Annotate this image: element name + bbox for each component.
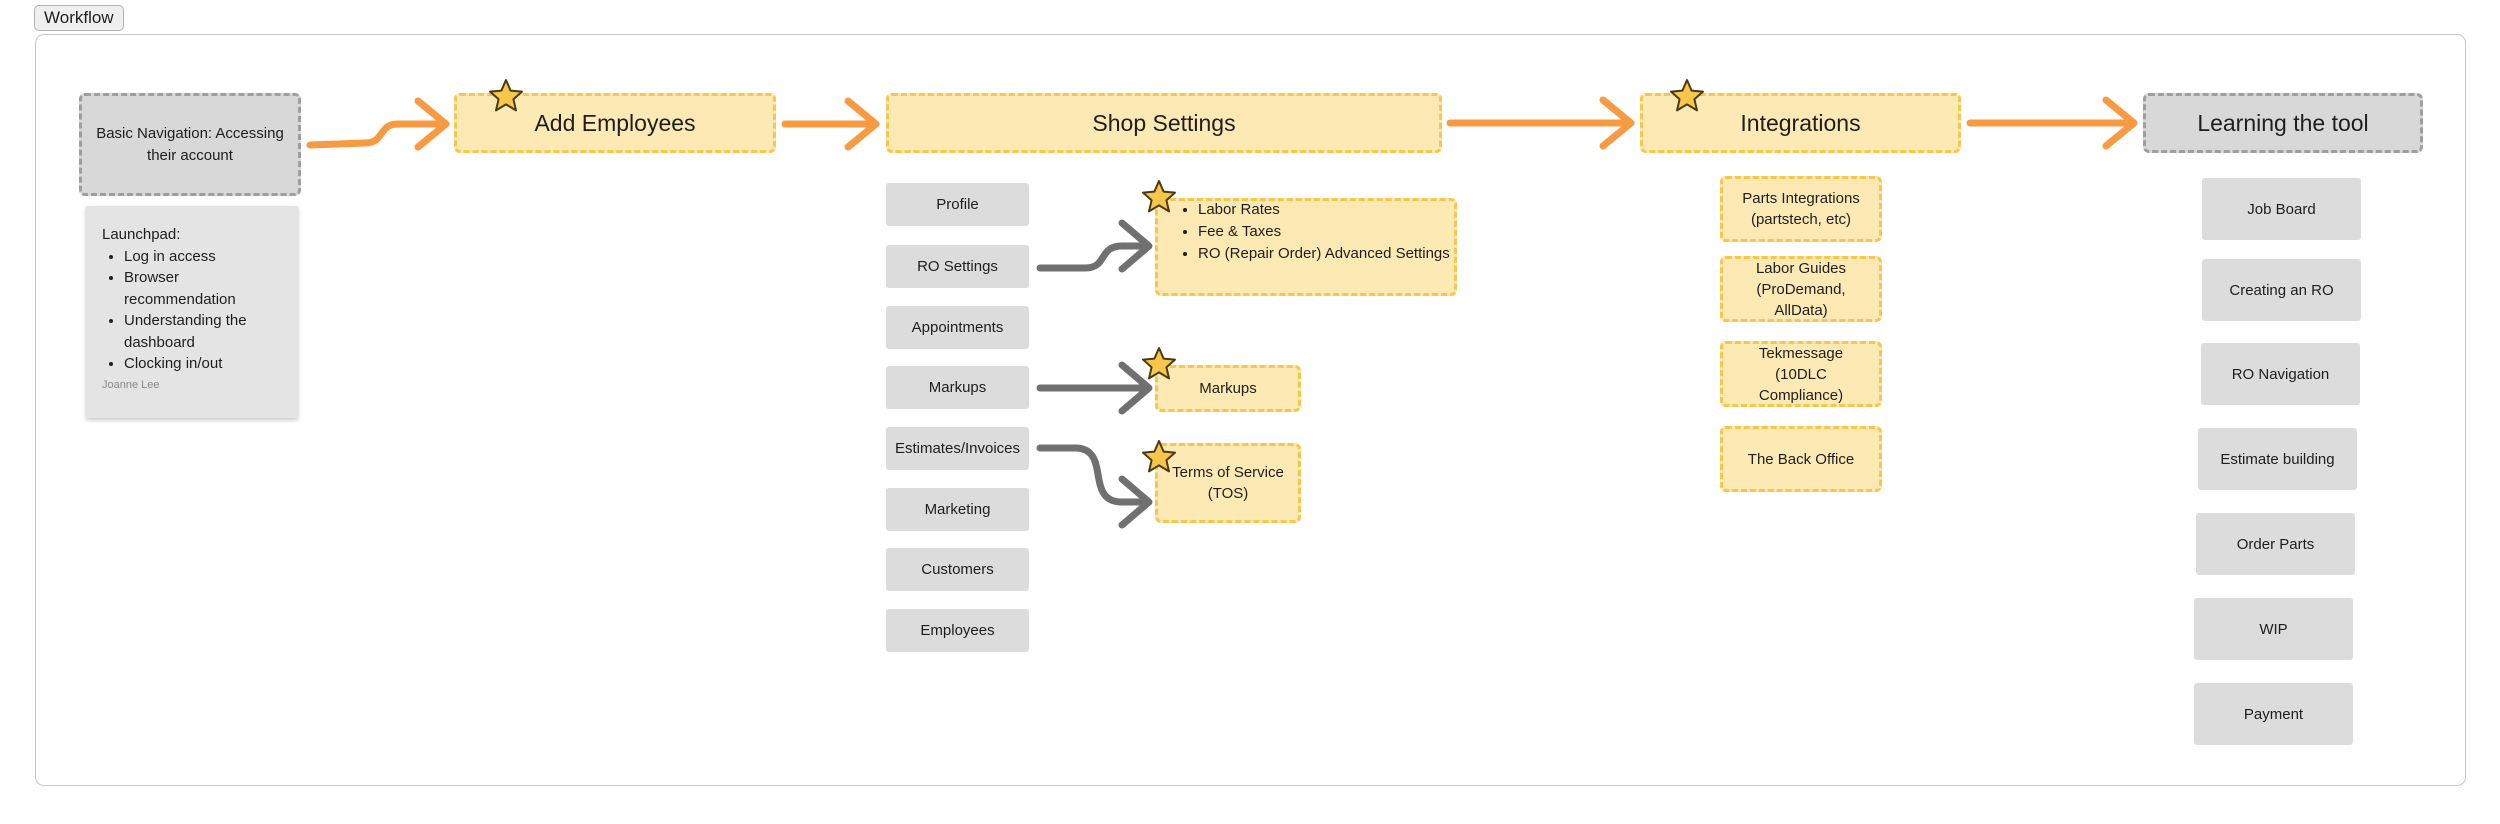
integration-tekmessage[interactable]: Tekmessage (10DLC Compliance): [1720, 341, 1882, 407]
shop-item-label: Profile: [936, 196, 979, 213]
learning-job-board[interactable]: Job Board: [2202, 178, 2361, 240]
sticky-item: Understanding the dashboard: [124, 310, 282, 353]
shop-item-label: Estimates/Invoices: [894, 440, 1021, 457]
tos-detail-box[interactable]: Terms of Service (TOS): [1155, 443, 1301, 523]
learning-payment[interactable]: Payment: [2194, 683, 2353, 745]
integration-parts[interactable]: Parts Integrations (partstech, etc): [1720, 176, 1882, 242]
ro-detail-item: Labor Rates: [1198, 199, 1450, 221]
shop-item-markups[interactable]: Markups: [886, 366, 1029, 409]
stage-integrations-label: Integrations: [1740, 109, 1861, 136]
sticky-list: Log in access Browser recommendation Und…: [102, 246, 282, 375]
arrowhead-estimates: [1118, 475, 1153, 529]
shop-item-label: Markups: [928, 379, 987, 396]
learning-item-label: RO Navigation: [2231, 365, 2330, 383]
learning-creating-an-ro[interactable]: Creating an RO: [2202, 259, 2361, 321]
shop-item-profile[interactable]: Profile: [886, 183, 1029, 226]
stage-learning-the-tool[interactable]: Learning the tool: [2143, 93, 2423, 153]
learning-estimate-building[interactable]: Estimate building: [2198, 428, 2357, 490]
ro-detail-item: RO (Repair Order) Advanced Settings: [1198, 243, 1450, 265]
launchpad-sticky-note[interactable]: Launchpad: Log in access Browser recomme…: [86, 206, 298, 418]
shop-item-label: RO Settings: [917, 258, 998, 275]
shop-item-customers[interactable]: Customers: [886, 548, 1029, 591]
shop-item-label: Customers: [921, 561, 994, 578]
shop-item-label: Appointments: [911, 319, 1004, 336]
learning-item-label: Creating an RO: [2229, 281, 2334, 299]
integration-labor-guides[interactable]: Labor Guides (ProDemand, AllData): [1720, 256, 1882, 322]
star-icon: [1142, 347, 1176, 380]
ro-settings-detail-list: Labor Rates Fee & Taxes RO (Repair Order…: [1178, 199, 1450, 265]
integration-item-label: The Back Office: [1747, 450, 1855, 468]
learning-wip[interactable]: WIP: [2194, 598, 2353, 660]
sticky-item: Log in access: [124, 246, 282, 268]
sticky-item: Browser recommendation: [124, 267, 282, 310]
sticky-heading: Launchpad:: [102, 226, 181, 243]
frame-title[interactable]: Workflow: [34, 5, 124, 31]
shop-item-label: Employees: [920, 622, 995, 639]
learning-item-label: Job Board: [2247, 200, 2316, 218]
arrowhead-add-to-shop: [844, 97, 880, 151]
star-icon: [1142, 180, 1176, 213]
star-icon: [489, 79, 523, 112]
shop-item-employees[interactable]: Employees: [886, 609, 1029, 652]
arrowhead-integrations-to-learning: [2102, 96, 2138, 150]
learning-ro-navigation[interactable]: RO Navigation: [2201, 343, 2360, 405]
shop-item-estimates-invoices[interactable]: Estimates/Invoices: [886, 427, 1029, 470]
sticky-author: Joanne Lee: [102, 378, 160, 391]
stage-shop-settings[interactable]: Shop Settings: [886, 93, 1442, 153]
arrowhead-basic-to-add: [414, 97, 450, 151]
shop-item-appointments[interactable]: Appointments: [886, 306, 1029, 349]
tos-detail-label: Terms of Service (TOS): [1172, 464, 1284, 502]
integration-item-label: Labor Guides (ProDemand, AllData): [1755, 259, 1847, 319]
shop-item-label: Marketing: [924, 501, 991, 518]
learning-item-label: Estimate building: [2220, 450, 2335, 468]
stage-basic-navigation-label: Basic Navigation: Accessing their accoun…: [96, 124, 284, 164]
workflow-frame: [35, 34, 2466, 786]
learning-item-label: Order Parts: [2236, 535, 2315, 553]
arrowhead-ro-settings: [1118, 219, 1153, 273]
integration-back-office[interactable]: The Back Office: [1720, 426, 1882, 492]
arrowhead-shop-to-integrations: [1599, 96, 1635, 150]
arrow-estimates: [1036, 444, 1152, 506]
ro-detail-item: Fee & Taxes: [1198, 221, 1450, 243]
arrowhead-markups: [1118, 361, 1153, 415]
markups-detail-label: Markups: [1199, 380, 1257, 397]
star-icon: [1142, 440, 1176, 473]
sticky-item: Clocking in/out: [124, 353, 282, 375]
shop-item-marketing[interactable]: Marketing: [886, 488, 1029, 531]
integration-item-label: Parts Integrations (partstech, etc): [1742, 190, 1860, 228]
learning-order-parts[interactable]: Order Parts: [2196, 513, 2355, 575]
stage-basic-navigation[interactable]: Basic Navigation: Accessing their accoun…: [79, 93, 301, 196]
arrow-ro-settings: [1036, 242, 1152, 272]
ro-settings-detail-box[interactable]: [1155, 198, 1457, 296]
star-icon: [1670, 79, 1704, 112]
integration-item-label: Tekmessage (10DLC Compliance): [1758, 344, 1844, 404]
markups-detail-box[interactable]: Markups: [1155, 365, 1301, 412]
learning-item-label: WIP: [2259, 620, 2288, 638]
arrow-basic-to-add: [306, 120, 449, 149]
stage-shop-settings-label: Shop Settings: [1092, 109, 1236, 136]
stage-learning-label: Learning the tool: [2197, 109, 2369, 136]
learning-item-label: Payment: [2243, 705, 2304, 723]
stage-add-employees-label: Add Employees: [534, 109, 696, 136]
shop-item-ro-settings[interactable]: RO Settings: [886, 245, 1029, 288]
